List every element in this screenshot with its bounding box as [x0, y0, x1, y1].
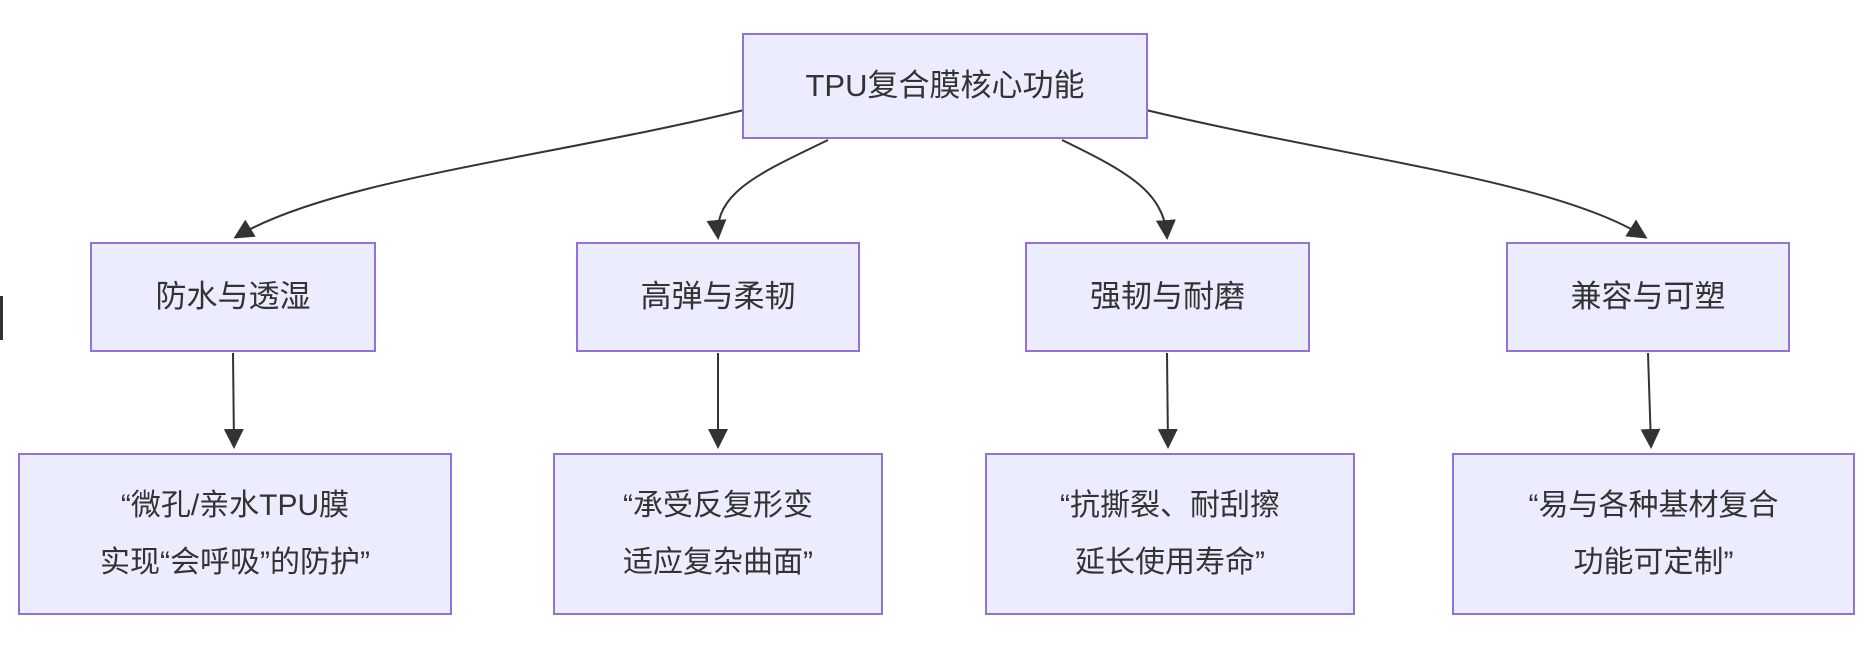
desc-line: “抗撕裂、耐刮擦 [1060, 489, 1280, 522]
node-waterproof-breathable: 防水与透湿 [90, 242, 376, 352]
node-root: TPU复合膜核心功能 [742, 33, 1148, 139]
desc-line: “承受反复形变 [623, 489, 813, 522]
desc-elastic-flexible: “承受反复形变 适应复杂曲面” [553, 453, 883, 615]
edge-compatible-to-desc [1640, 352, 1661, 449]
node-root-label: TPU复合膜核心功能 [805, 67, 1085, 103]
edge-waterproof-to-desc [223, 352, 244, 449]
node-label: 强韧与耐磨 [1090, 278, 1245, 314]
node-label: 防水与透湿 [155, 278, 311, 314]
desc-line: 功能可定制” [1573, 546, 1734, 579]
desc-waterproof-breathable: “微孔/亲水TPU膜 实现“会呼吸”的防护” [18, 453, 452, 615]
desc-compatible-moldable: “易与各种基材复合 功能可定制” [1452, 453, 1855, 615]
node-compatible-moldable: 兼容与可塑 [1506, 242, 1790, 352]
node-elastic-flexible: 高弹与柔韧 [576, 242, 860, 352]
desc-line: “微孔/亲水TPU膜 [120, 489, 350, 522]
clipped-element-artifact [0, 296, 3, 340]
node-tough-wear-resistant: 强韧与耐磨 [1025, 242, 1310, 352]
desc-line: 适应复杂曲面” [623, 546, 813, 579]
node-label: 高弹与柔韧 [640, 278, 796, 314]
desc-line: “易与各种基材复合 [1528, 489, 1779, 522]
edge-root-to-compatible [1145, 109, 1648, 239]
edge-root-to-elastic [706, 139, 829, 240]
desc-line: 实现“会呼吸”的防护” [100, 546, 370, 579]
desc-line: 延长使用寿命” [1075, 546, 1265, 579]
edge-root-to-tough [1061, 139, 1176, 240]
node-label: 兼容与可塑 [1570, 278, 1726, 314]
edge-tough-to-desc [1157, 352, 1178, 449]
edge-root-to-waterproof [233, 109, 745, 239]
desc-tough-wear-resistant: “抗撕裂、耐刮擦 延长使用寿命” [985, 453, 1355, 615]
